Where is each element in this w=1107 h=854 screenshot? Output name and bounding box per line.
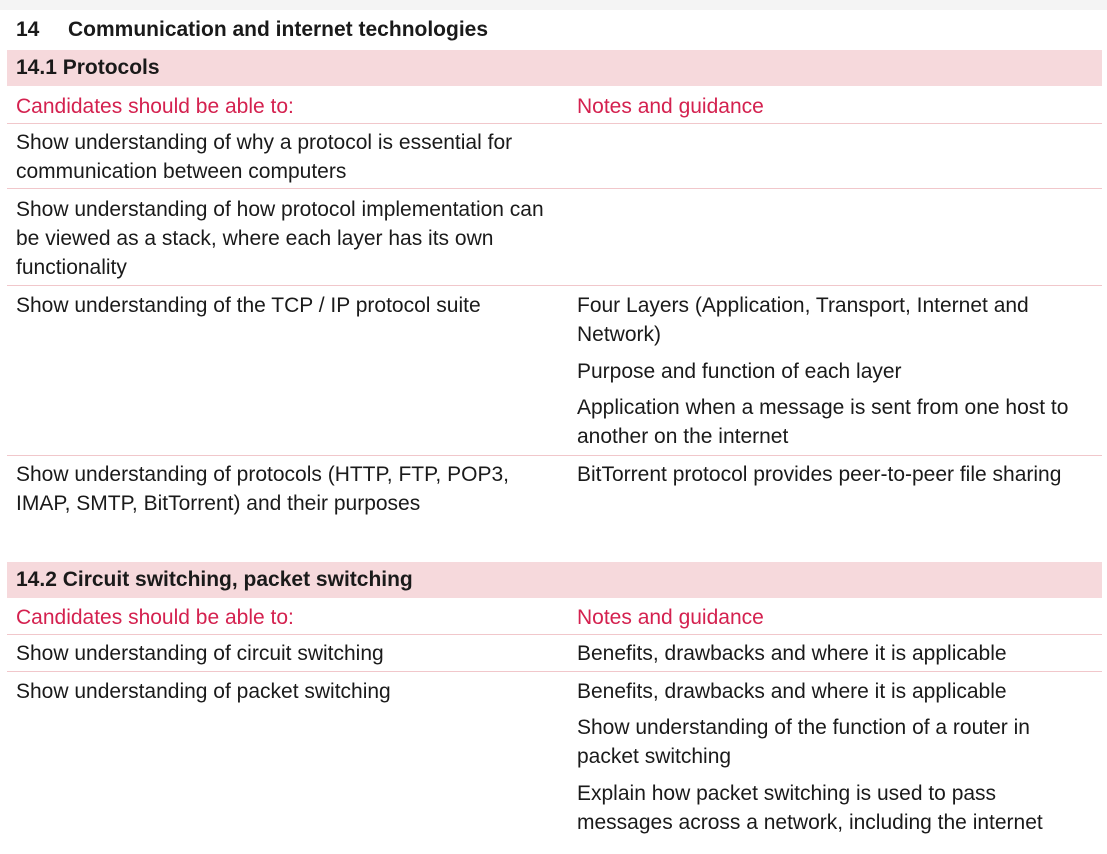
candidates-heading: Candidates should be able to: [16,606,294,629]
chapter-number: 14 [16,18,40,41]
row-divider [7,123,1102,124]
guidance-item: Benefits, drawbacks and where it is appl… [577,642,1007,665]
row-divider [7,285,1102,286]
chapter-title: Communication and internet technologies [68,18,489,41]
objective-item: Show understanding of how protocol imple… [16,198,544,279]
guidance-item: BitTorrent protocol provides peer-to-pee… [577,463,1062,486]
notes-heading: Notes and guidance [577,606,764,629]
row-divider [7,188,1102,189]
objective-item: Show understanding of packet switching [16,680,391,703]
objective-item: Show understanding of circuit switching [16,642,384,665]
notes-heading: Notes and guidance [577,95,764,118]
section-heading-14-2: 14.2 Circuit switching, packet switching [7,562,1102,598]
guidance-item: Purpose and function of each layer [577,360,902,383]
page-top-strip [0,0,1107,10]
row-divider [7,634,1102,635]
objective-item: Show understanding of protocols (HTTP, F… [16,463,509,515]
guidance-item: Application when a message is sent from … [577,396,1069,448]
row-divider [7,455,1102,456]
row-divider [7,671,1102,672]
objective-item: Show understanding of the TCP / IP proto… [16,294,481,317]
guidance-item: Show understanding of the function of a … [577,716,1030,768]
objective-item: Show understanding of why a protocol is … [16,131,513,183]
candidates-heading: Candidates should be able to: [16,95,294,118]
guidance-item: Four Layers (Application, Transport, Int… [577,294,1029,346]
section-heading-14-1: 14.1 Protocols [7,50,1102,86]
guidance-item: Explain how packet switching is used to … [577,782,1043,834]
page-title: 14 Communication and internet technologie… [16,17,488,43]
guidance-item: Benefits, drawbacks and where it is appl… [577,680,1007,703]
